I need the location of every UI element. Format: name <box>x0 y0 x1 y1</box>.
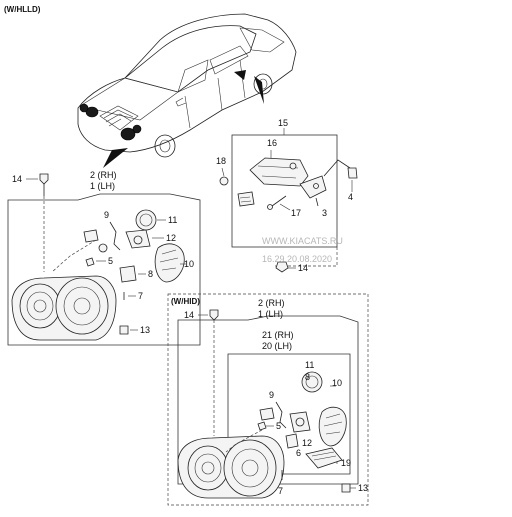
callout-17: 17 <box>291 208 301 218</box>
callout-18: 18 <box>216 156 226 166</box>
callout-11a: 11 <box>168 215 177 225</box>
callout-10a: 10 <box>184 259 194 269</box>
variant-label-hid: (W/HID) <box>171 297 200 306</box>
callout-8b: 8 <box>305 372 310 382</box>
callout-7a: 7 <box>138 291 143 301</box>
callout-10b: 10 <box>332 378 342 388</box>
label-rh21: 21 (RH) <box>262 330 294 340</box>
callout-4: 4 <box>348 192 353 202</box>
callout-6: 6 <box>296 448 301 458</box>
callout-13b: 13 <box>358 483 368 493</box>
watermark-line2: 16.29.20.08.2020 <box>262 254 332 264</box>
variant-label-hlld: (W/HLLD) <box>4 5 41 14</box>
callout-5b: 5 <box>276 421 281 431</box>
callout-19: 19 <box>341 458 351 468</box>
callout-9a: 9 <box>104 210 109 220</box>
label-lh20: 20 (LH) <box>262 341 292 351</box>
watermark-line1: WWW.KIACATS.RU <box>262 236 343 246</box>
callout-8a: 8 <box>148 269 153 279</box>
callout-9b: 9 <box>269 390 274 400</box>
car-illustration <box>77 13 297 168</box>
callout-14b: 14 <box>298 263 308 273</box>
label-rh-bot: 2 (RH) <box>258 298 285 308</box>
callout-13a: 13 <box>140 325 150 335</box>
label-lh-top: 1 (LH) <box>90 181 115 191</box>
headlamp-group-hid: (W/HID) 2 (RH) 1 (LH) 14 21 (RH) 20 (LH)… <box>167 293 369 506</box>
headlamp-group-hlld: 14 2 (RH) 1 (LH) 9 11 12 10 <box>7 170 201 346</box>
callout-14a: 14 <box>12 174 22 184</box>
callout-14c: 14 <box>184 310 194 320</box>
callout-7b: 7 <box>278 486 283 496</box>
callout-12a: 12 <box>166 233 176 243</box>
callout-3: 3 <box>322 208 327 218</box>
callout-12b: 12 <box>302 438 312 448</box>
callout-15: 15 <box>278 118 288 128</box>
label-lh-bot: 1 (LH) <box>258 309 283 319</box>
callout-16: 16 <box>267 138 277 148</box>
label-rh-top: 2 (RH) <box>90 170 117 180</box>
callout-11b: 11 <box>305 360 314 370</box>
leveling-assembly-group: 15 16 17 3 18 4 14 <box>216 118 358 273</box>
callout-5a: 5 <box>108 256 113 266</box>
